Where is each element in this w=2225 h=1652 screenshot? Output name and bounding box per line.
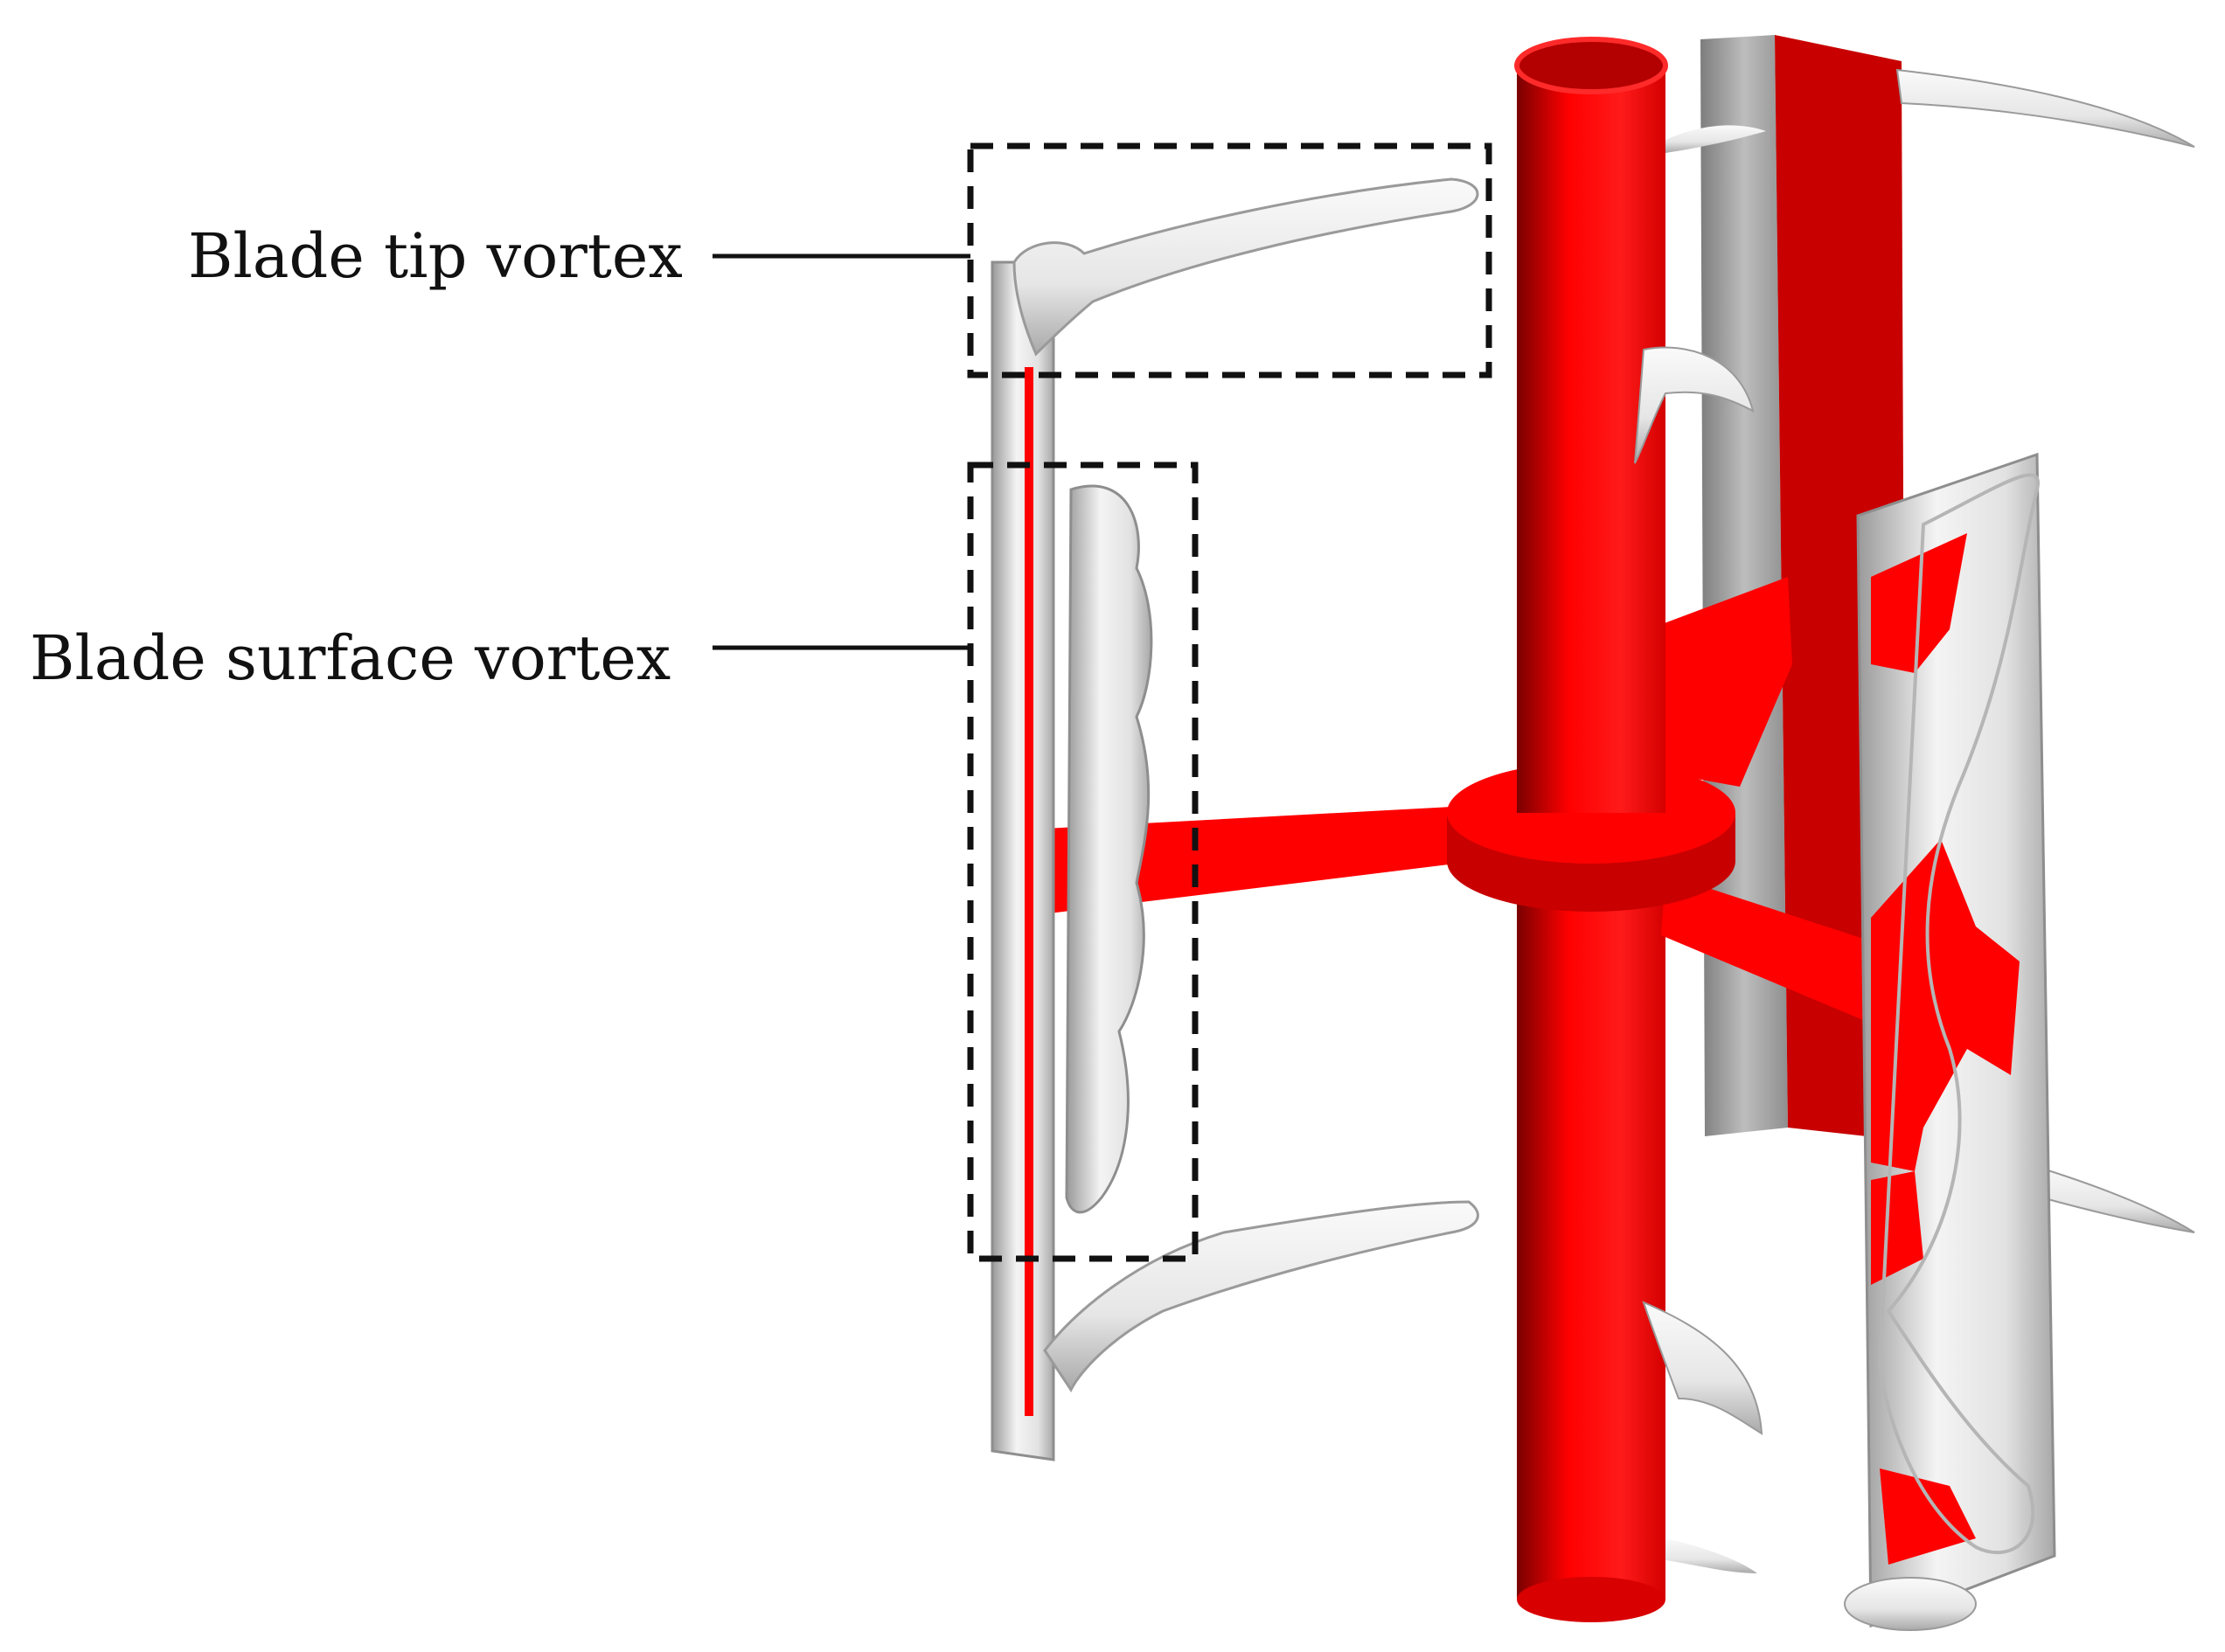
right-blade bbox=[1844, 452, 2056, 1631]
shaft-top-opening bbox=[1514, 37, 1668, 94]
back-blade-tip-vortex-upper bbox=[1895, 68, 2195, 148]
left-blade bbox=[991, 177, 1479, 1461]
shaft-wake-vortices bbox=[1634, 125, 1766, 1573]
right-blade-trailing-vortex bbox=[1877, 473, 2041, 1555]
blade-tip-vortex-lower bbox=[1043, 1200, 1479, 1392]
left-blade-body bbox=[991, 260, 1055, 1461]
blade-tip-vortex-box bbox=[967, 142, 1492, 378]
rear-strut bbox=[1644, 577, 1792, 787]
blade-surface-vortex bbox=[1065, 484, 1153, 1214]
wake-vortex-4 bbox=[1665, 1538, 1757, 1573]
right-blade-red-patch-4 bbox=[1880, 1468, 1976, 1565]
wake-vortex-3 bbox=[1642, 1301, 1763, 1435]
wake-vortex-1 bbox=[1665, 125, 1766, 153]
blade-surface-vortex-label: Blade surface vortex bbox=[30, 622, 671, 694]
left-blade-red-edge bbox=[1025, 367, 1033, 1416]
blade-tip-vortex-label: Blade tip vortex bbox=[188, 220, 683, 292]
hub-shaft-overlay bbox=[1517, 752, 1665, 813]
left-strut bbox=[1045, 806, 1478, 913]
back-blade-tip-vortex-lower bbox=[2035, 1165, 2195, 1233]
right-strut bbox=[1661, 874, 1880, 1027]
right-blade-bottom-vortex bbox=[1844, 1577, 1977, 1631]
blade-tip-vortex-upper bbox=[1012, 177, 1479, 357]
wake-vortex-2 bbox=[1634, 346, 1755, 464]
right-blade-red-patch-2 bbox=[1871, 839, 2020, 1171]
blade-surface-vortex-box bbox=[967, 462, 1199, 1262]
hub-disc bbox=[1447, 752, 1735, 912]
shaft-bottom bbox=[1517, 1577, 1665, 1622]
